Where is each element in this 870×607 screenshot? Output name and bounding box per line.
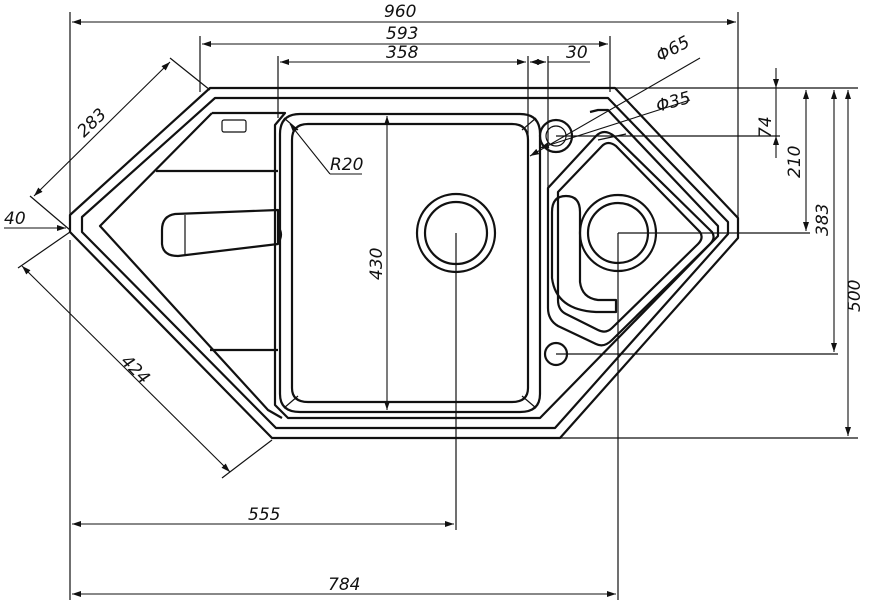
dim-593: 593	[386, 24, 418, 44]
secondary-bowl-inner	[556, 141, 703, 333]
dim-383: 383	[813, 204, 833, 236]
dimension-labels: 960 593 358 30 Φ65 Φ35 283 40 424 R20 43…	[4, 2, 865, 595]
dim-30: 30	[566, 43, 588, 63]
tap-hole-cover	[221, 119, 247, 133]
dim-784: 784	[328, 575, 360, 595]
dim-424: 424	[116, 351, 153, 388]
sink-inner-outline	[212, 108, 720, 420]
dim-555: 555	[248, 505, 280, 525]
sink-body	[68, 86, 740, 440]
main-bowl-inner	[290, 122, 530, 404]
dim-phi65: Φ65	[653, 32, 693, 66]
dim-283: 283	[74, 105, 111, 142]
dim-500: 500	[845, 280, 865, 312]
main-bowl-outer	[278, 112, 542, 414]
drainboard-channel	[160, 208, 280, 258]
sink-rim-outline	[80, 96, 730, 430]
dim-210: 210	[785, 146, 805, 178]
overflow-channel	[550, 194, 618, 314]
secondary-bowl-outer	[546, 130, 715, 347]
dim-960: 960	[384, 2, 416, 22]
dimension-lines	[4, 12, 858, 600]
dim-r20: R20	[330, 155, 363, 175]
dim-358: 358	[386, 43, 419, 63]
dim-phi35: Φ35	[654, 88, 693, 117]
dim-74: 74	[756, 116, 776, 138]
dim-430: 430	[367, 248, 387, 280]
dim-40: 40	[4, 209, 26, 229]
